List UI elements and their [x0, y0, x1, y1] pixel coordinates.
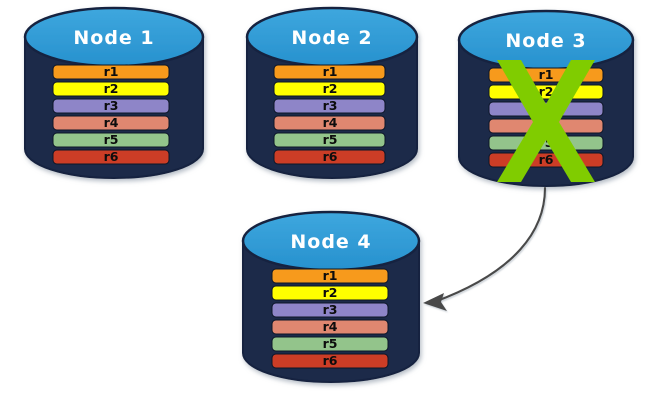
node-2-row-r2-label: r2 — [323, 81, 338, 96]
node-4-row-r6[interactable] — [271, 353, 389, 369]
node-2-row-r1[interactable] — [273, 64, 386, 80]
node-1-row-r3-label: r3 — [104, 98, 119, 113]
failover-arrow-line — [432, 186, 547, 304]
node-4-row-r3-label: r3 — [323, 302, 338, 317]
node-2-row-r4[interactable] — [273, 115, 386, 131]
node-3-row-r1-label: r1 — [539, 67, 554, 82]
node-1[interactable]: Node 1 r1 r2 r3 r4 r5 r6 — [23, 6, 205, 179]
node-3-row-r2-label: r2 — [539, 84, 554, 99]
node-1-row-r3[interactable] — [52, 98, 170, 114]
node-1-row-r1-label: r1 — [104, 64, 119, 79]
node-2-row-r6[interactable] — [273, 149, 386, 165]
node-4-title: Node 4 — [290, 231, 371, 253]
node-1-title: Node 1 — [73, 27, 154, 49]
node-2-row-r3-label: r3 — [323, 98, 338, 113]
node-1-row-r5-label: r5 — [104, 132, 119, 147]
node-4-row-r1-label: r1 — [323, 268, 338, 283]
node-4-row-r5[interactable] — [271, 336, 389, 352]
failover-arrow-head — [423, 293, 447, 311]
node-2-rows: r1 r2 r3 r4 r5 r6 — [273, 64, 386, 165]
node-3-title: Node 3 — [505, 30, 586, 52]
node-1-row-r4[interactable] — [52, 115, 170, 131]
node-4-rows: r1 r2 r3 r4 r5 r6 — [271, 268, 389, 369]
node-4-row-r4-label: r4 — [323, 319, 338, 334]
node-3-row-r6-label: r6 — [539, 152, 554, 167]
node-1-row-r1[interactable] — [52, 64, 170, 80]
node-1-row-r2-label: r2 — [104, 81, 119, 96]
node-4-row-r6-label: r6 — [323, 353, 338, 368]
node-2-row-r1-label: r1 — [323, 64, 338, 79]
node-4-row-r5-label: r5 — [323, 336, 338, 351]
node-2-row-r2[interactable] — [273, 81, 386, 97]
node-2-title: Node 2 — [291, 27, 372, 49]
node-3[interactable]: Node 3 r1 r2 r3 r4 r5 r6 — [457, 9, 635, 187]
node-1-rows: r1 r2 r3 r4 r5 r6 — [52, 64, 170, 165]
node-2-row-r6-label: r6 — [323, 149, 338, 164]
node-2-row-r5-label: r5 — [323, 132, 338, 147]
node-2-row-r3[interactable] — [273, 98, 386, 114]
node-2[interactable]: Node 2 r1 r2 r3 r4 r5 r6 — [245, 6, 419, 179]
node-3-failure-x-icon — [497, 60, 595, 182]
node-2-row-r5[interactable] — [273, 132, 386, 148]
failover-arrow — [423, 186, 547, 311]
node-1-row-r6[interactable] — [52, 149, 170, 165]
node-4[interactable]: Node 4 r1 r2 r3 r4 r5 r6 — [241, 210, 421, 383]
node-2-row-r4-label: r4 — [323, 115, 338, 130]
node-4-row-r1[interactable] — [271, 268, 389, 284]
node-4-row-r4[interactable] — [271, 319, 389, 335]
node-4-row-r2-label: r2 — [323, 285, 338, 300]
node-4-row-r3[interactable] — [271, 302, 389, 318]
node-1-row-r5[interactable] — [52, 132, 170, 148]
node-4-row-r2[interactable] — [271, 285, 389, 301]
node-1-row-r2[interactable] — [52, 81, 170, 97]
node-1-row-r6-label: r6 — [104, 149, 119, 164]
node-1-row-r4-label: r4 — [104, 115, 119, 130]
